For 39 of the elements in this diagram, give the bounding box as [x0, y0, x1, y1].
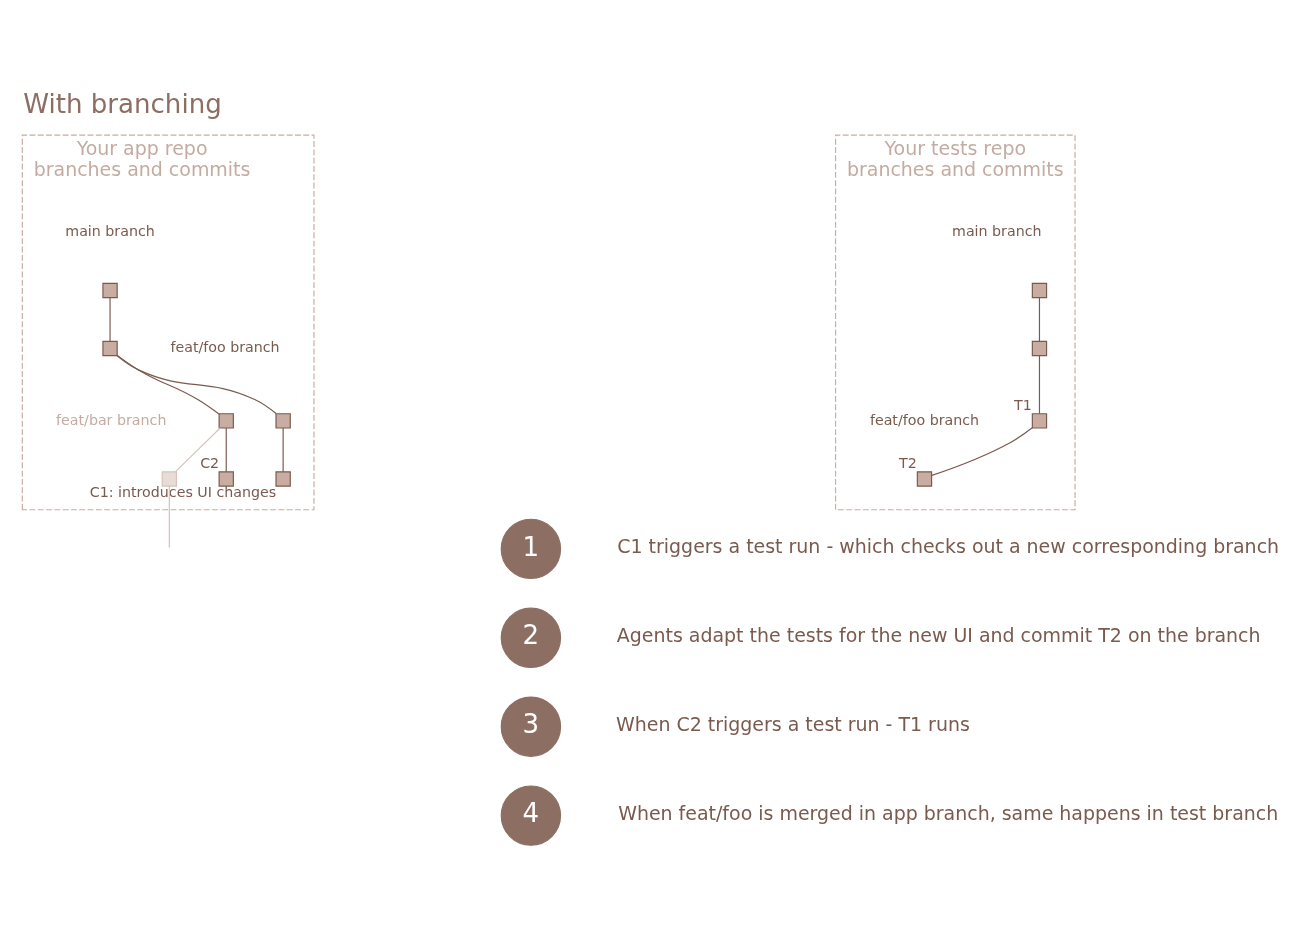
connector: [1038, 354, 1041, 414]
label: feat/foo branch: [869, 411, 980, 428]
node-label: T2: [899, 454, 917, 471]
node-label: C1 triggers a test run - which checks out a new corresponding branch: [617, 534, 1280, 557]
node-box: [218, 470, 234, 487]
connector: [282, 426, 284, 472]
node-label: C1: introduces UI changes: [89, 483, 277, 500]
connector: [168, 485, 170, 548]
node-label: C2: [200, 454, 220, 471]
node-box: [102, 282, 118, 298]
label: feat/foo branch: [170, 338, 280, 355]
connector: [1038, 296, 1041, 342]
node-box: [1031, 340, 1048, 356]
node-circle: 4: [500, 784, 562, 846]
diagram-title: With branching: [23, 88, 222, 119]
node-circle: 2: [500, 607, 562, 668]
connector: [931, 426, 1033, 476]
connector: [116, 354, 220, 415]
connector: [174, 426, 221, 472]
node-box: [102, 340, 118, 356]
node-label: When feat/foo is merged in app branch, same happens in test branch: [618, 801, 1279, 824]
label: main branch: [65, 222, 155, 239]
label: main branch: [952, 222, 1042, 239]
node-box: [1031, 282, 1048, 298]
node-box: [916, 470, 933, 487]
node-label: Agents adapt the tests for the new UI and commit T2 on the branch: [616, 623, 1261, 646]
node-box: [218, 412, 234, 429]
node-box: [161, 470, 178, 487]
node-box: [1031, 412, 1048, 429]
connector: [116, 354, 277, 414]
node-box: [275, 412, 291, 429]
node-box: [275, 470, 291, 487]
node-label: T1: [1014, 396, 1032, 413]
connector: [109, 296, 111, 342]
label: feat/bar branch: [56, 411, 167, 428]
connector: [225, 426, 227, 472]
node-circle: 3: [500, 695, 562, 757]
node-label: When C2 triggers a test run - T1 runs: [615, 712, 970, 735]
node-circle: 1: [500, 518, 562, 579]
